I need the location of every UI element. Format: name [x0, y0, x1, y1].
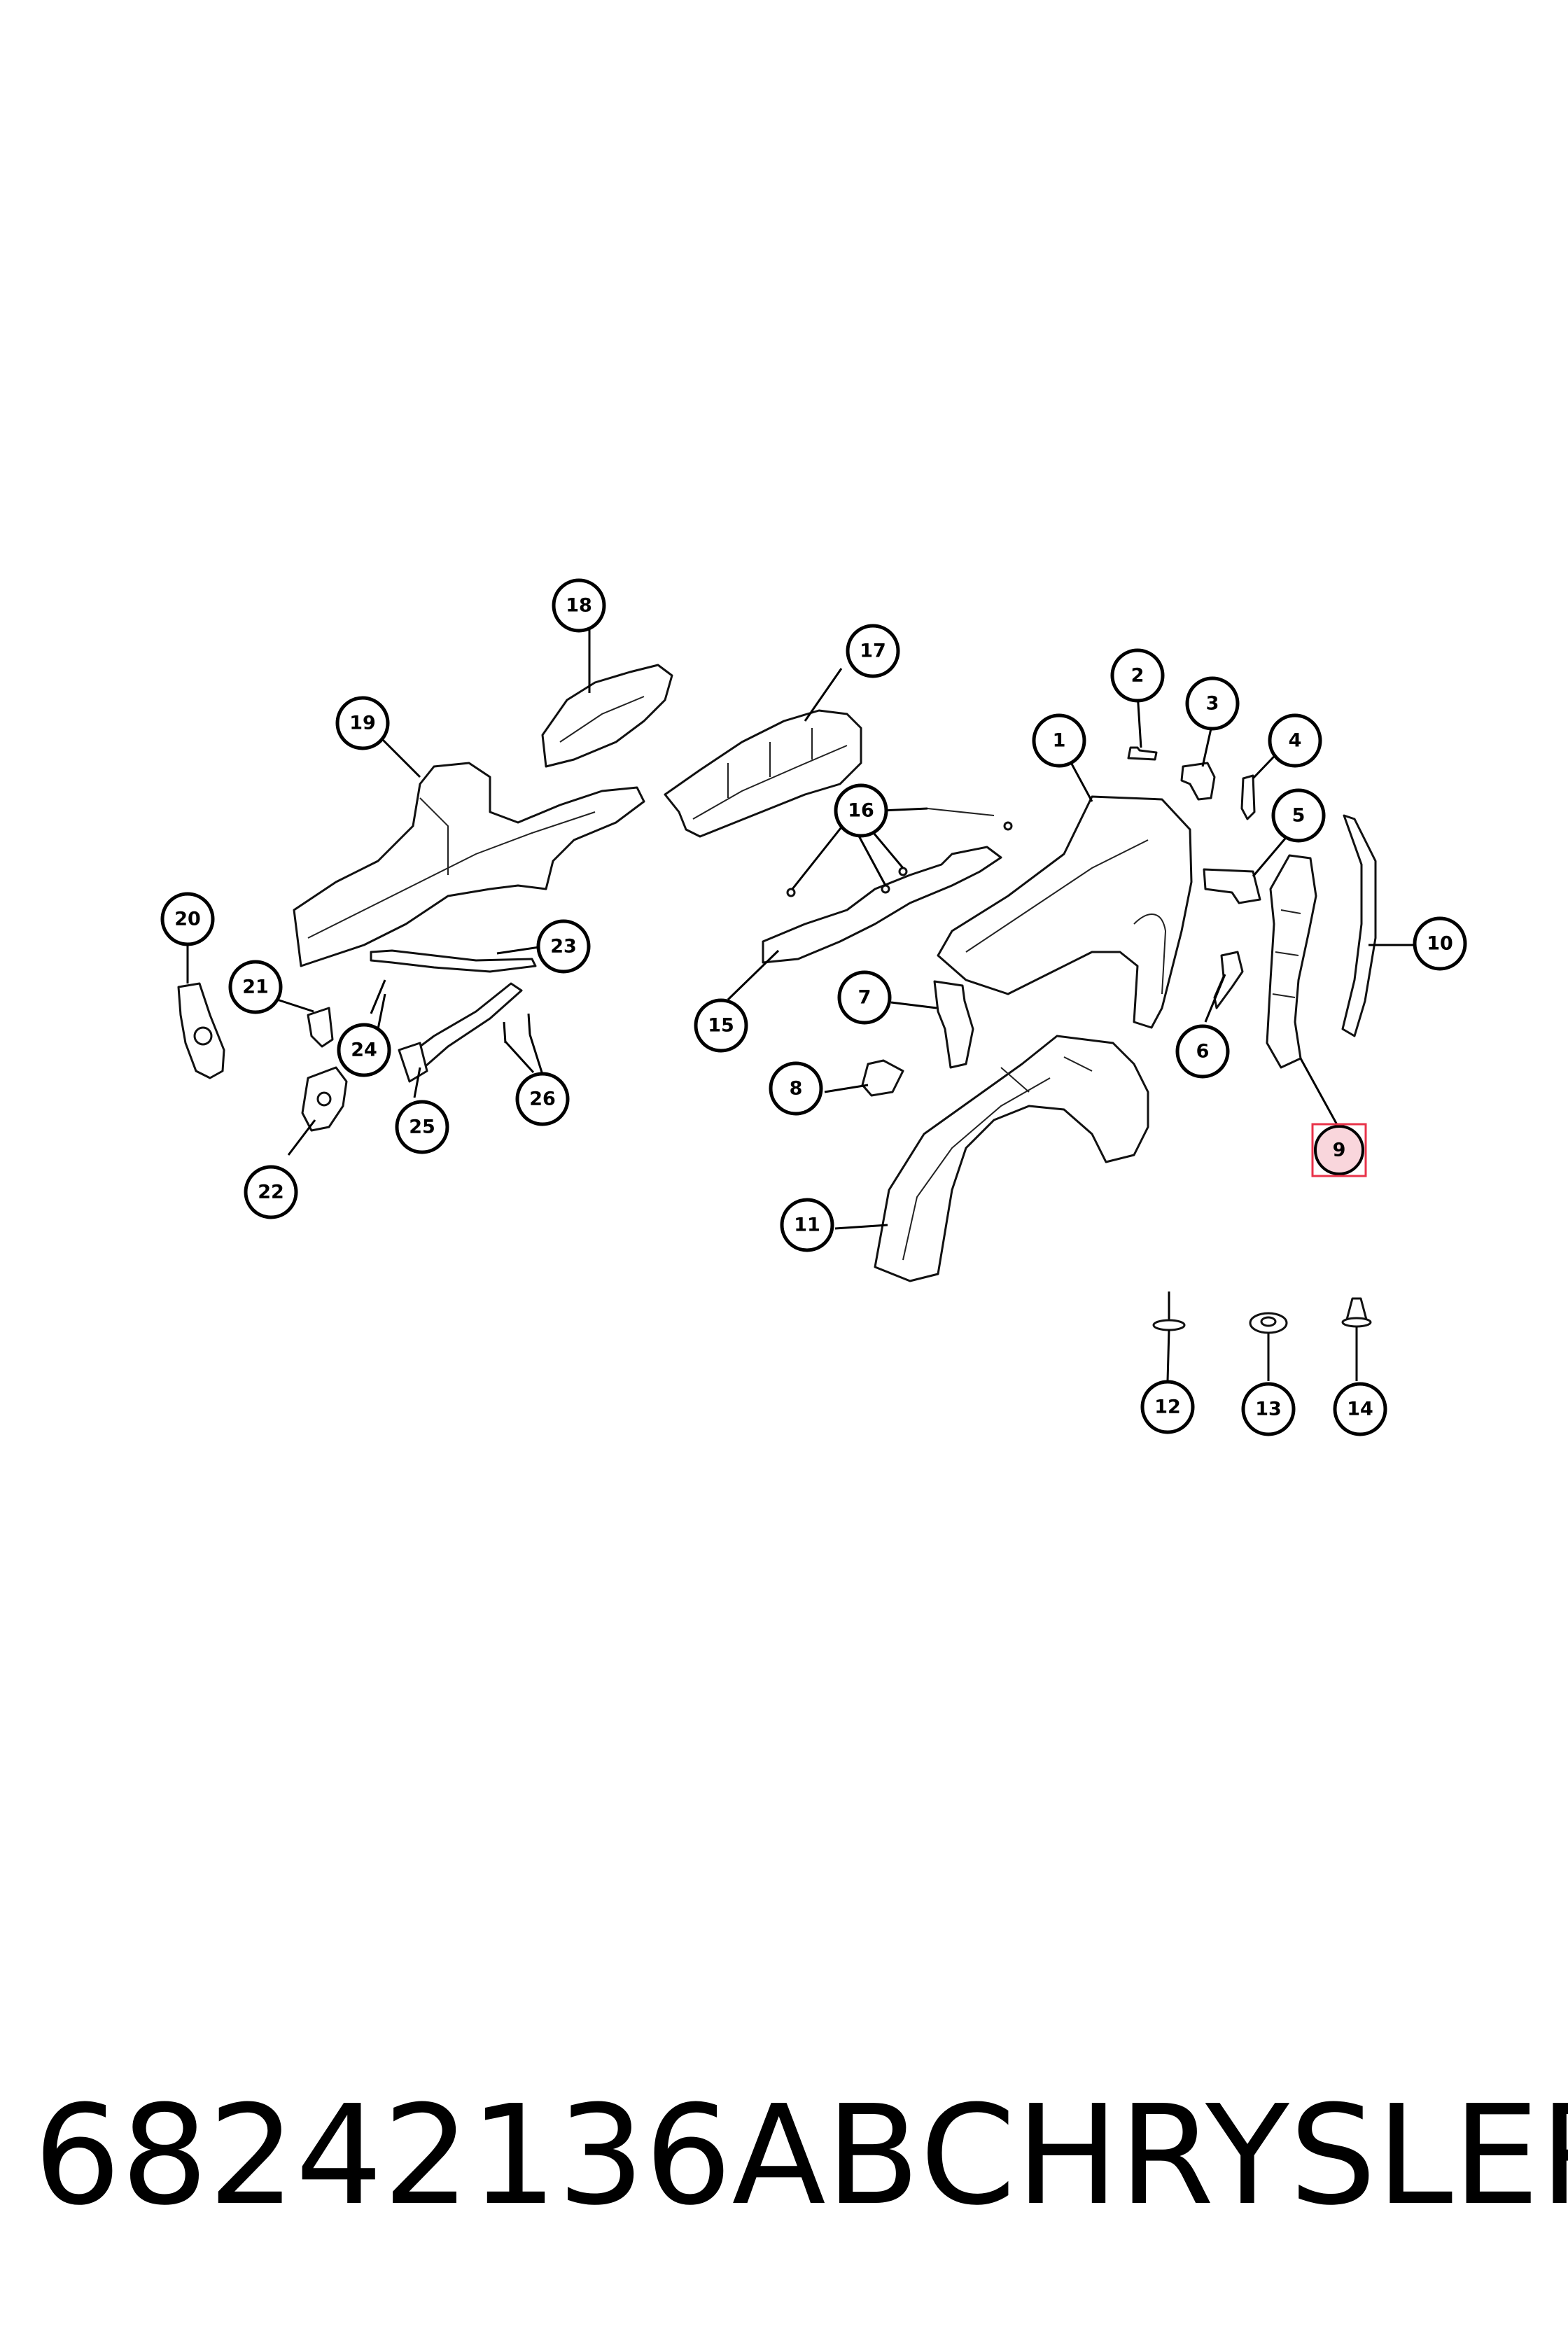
svg-text:19: 19 [349, 713, 376, 734]
callout-23: 23 [536, 919, 591, 974]
svg-text:24: 24 [351, 1040, 377, 1061]
callout-9-highlighted: 9 [1311, 1123, 1367, 1177]
callout-14: 14 [1333, 1382, 1387, 1436]
svg-text:4: 4 [1289, 730, 1302, 752]
callout-20: 20 [160, 892, 215, 946]
svg-text:2: 2 [1131, 665, 1144, 687]
part-14-push-clip [1341, 1297, 1372, 1328]
svg-text:16: 16 [848, 800, 874, 822]
part-19-frame-rail [293, 762, 645, 967]
part-21-bracket [307, 1007, 334, 1048]
part-10-seal [1341, 814, 1377, 1037]
part-5-bracket [1203, 868, 1261, 904]
part-3-bracket [1180, 762, 1216, 801]
callout-4: 4 [1268, 713, 1322, 768]
callout-2: 2 [1110, 648, 1165, 703]
callout-16: 16 [834, 783, 888, 838]
part-15-rail [762, 846, 1002, 964]
callout-12: 12 [1140, 1380, 1195, 1434]
svg-text:10: 10 [1427, 933, 1453, 955]
highlight-fill [1314, 1125, 1364, 1175]
svg-text:13: 13 [1255, 1399, 1282, 1420]
svg-text:7: 7 [858, 987, 872, 1009]
callout-25: 25 [395, 1100, 449, 1154]
part-7-bracket [933, 980, 974, 1069]
part-23-strap [370, 949, 537, 973]
callout-21: 21 [228, 960, 283, 1014]
callout-19: 19 [335, 696, 390, 750]
highlight-box [1311, 1123, 1367, 1177]
svg-text:8: 8 [790, 1078, 803, 1100]
callout-7: 7 [837, 970, 892, 1025]
part-11-wheelhouse-liner [874, 1035, 1149, 1282]
part-26-studs [503, 1013, 531, 1044]
svg-text:15: 15 [708, 1015, 734, 1037]
part-8-bracket [861, 1059, 904, 1097]
callout-15: 15 [694, 998, 748, 1053]
callout-22: 22 [244, 1165, 298, 1219]
svg-text:3: 3 [1206, 693, 1219, 715]
svg-text:18: 18 [566, 595, 592, 617]
callout-6: 6 [1175, 1024, 1230, 1079]
part-4-clip [1240, 774, 1256, 820]
svg-text:20: 20 [174, 909, 201, 930]
svg-text:14: 14 [1347, 1399, 1373, 1420]
callout-24: 24 [337, 1023, 391, 1077]
part-2-bracket [1127, 746, 1158, 761]
part-9-shield [1266, 854, 1317, 1069]
callout-8: 8 [769, 1061, 823, 1116]
part-shapes [177, 664, 1377, 1334]
part-12-stud [1152, 1292, 1186, 1331]
callout-3: 3 [1185, 676, 1240, 731]
part-number: 68242136AB [34, 2076, 920, 2236]
svg-text:17: 17 [860, 640, 886, 662]
svg-text:1: 1 [1053, 730, 1066, 752]
callout-bubbles: 1 2 3 4 5 6 7 8 9 10 11 12 13 14 15 16 1… [160, 578, 1467, 1436]
caption-bar: 68242136AB CHRYSLER [0, 2065, 1568, 2247]
svg-text:9: 9 [1333, 1140, 1346, 1161]
brand-name: CHRYSLER [920, 2076, 1568, 2236]
part-16-screws [786, 808, 1013, 897]
part-18-apron-bracket [541, 664, 673, 768]
svg-text:22: 22 [258, 1182, 284, 1203]
svg-text:26: 26 [529, 1088, 556, 1110]
svg-text:12: 12 [1154, 1396, 1181, 1418]
svg-text:6: 6 [1196, 1041, 1210, 1063]
svg-text:5: 5 [1292, 805, 1306, 827]
svg-text:11: 11 [794, 1214, 820, 1236]
part-13-nut [1249, 1312, 1288, 1334]
callout-1: 1 [1032, 713, 1086, 768]
svg-text:21: 21 [242, 976, 269, 998]
callout-13: 13 [1241, 1382, 1296, 1436]
callout-18: 18 [552, 578, 606, 633]
part-1-fender [937, 795, 1193, 1029]
exploded-parts-diagram: 1 2 3 4 5 6 7 8 9 10 11 12 13 14 15 16 1… [160, 578, 1467, 1436]
callout-17: 17 [846, 624, 900, 678]
callout-26: 26 [515, 1072, 570, 1126]
svg-text:25: 25 [409, 1116, 435, 1138]
svg-text:23: 23 [550, 936, 577, 958]
callout-5: 5 [1271, 788, 1326, 843]
part-6-bracket [1213, 951, 1244, 1009]
callout-11: 11 [780, 1198, 834, 1252]
callout-10: 10 [1413, 916, 1467, 971]
